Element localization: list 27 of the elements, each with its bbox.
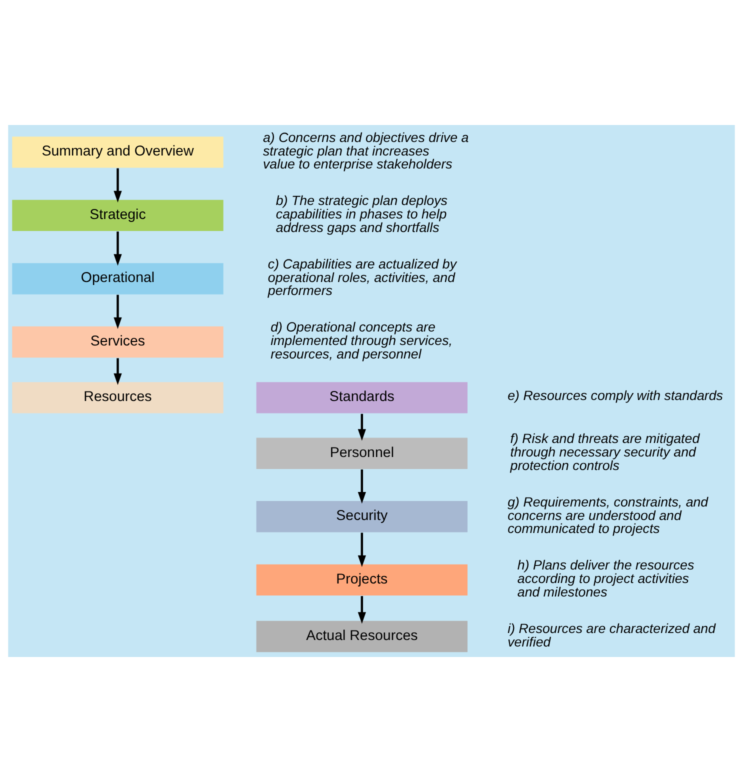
label: d) Operational concepts are implemented through services, resources, and personnel <box>270 320 453 362</box>
label: b) The strategic plan deploys capabilities in phases to help address gaps and shortfalls <box>276 193 448 235</box>
label: e) Resources comply with standards <box>508 388 723 403</box>
label: i) Resources are characterized and verified <box>508 620 716 650</box>
node-box: Summary and Overview <box>11 136 224 169</box>
arrow <box>114 232 122 266</box>
label: h) Plans deliver the resources according to project activities and milestones <box>517 558 694 600</box>
label: c) Capabilities are actualized by operational roles, activities, and performers <box>268 256 457 298</box>
label: f) Risk and threats are mitigated through necessary security and protection controls <box>510 431 700 473</box>
node-box: Projects <box>255 563 468 596</box>
arrow <box>358 532 366 567</box>
label: a) Concerns and objectives drive a strategic plan that increases value to enterprise stakeholders <box>263 130 469 172</box>
node-box: Actual Resources <box>255 620 468 653</box>
arrow <box>114 294 122 330</box>
node-box: Personnel <box>255 436 468 470</box>
node-box: Services <box>11 326 224 358</box>
node-box: Standards <box>255 381 468 414</box>
arrow <box>358 596 366 624</box>
label: g) Requirements, constraints, and concerns are understood and communicated to projects <box>508 494 708 536</box>
arrow <box>358 469 366 504</box>
arrow <box>358 414 366 441</box>
node-box: Resources <box>11 381 224 414</box>
node-box: Security <box>255 500 468 534</box>
arrow <box>114 358 122 386</box>
node-box: Operational <box>11 262 224 296</box>
arrow <box>114 168 122 202</box>
node-box: Strategic <box>11 198 224 232</box>
